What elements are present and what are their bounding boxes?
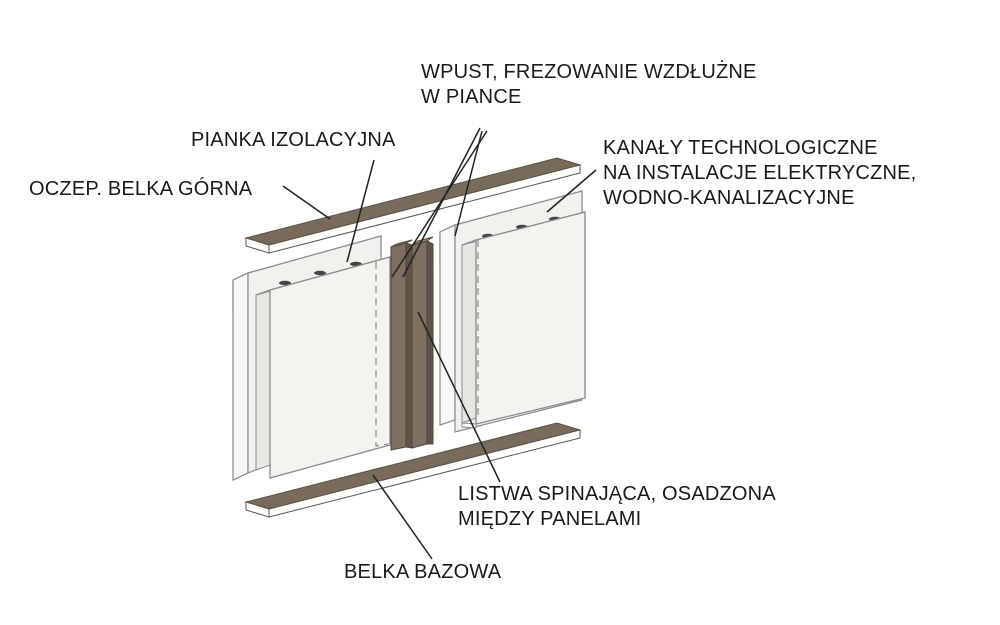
label-wpust-line1: WPUST, FREZOWANIE WZDŁUŻNE (421, 61, 757, 83)
leader-listwa (417, 311, 501, 483)
label-kanaly-line1: KANAŁY TECHNOLOGICZNE (603, 137, 878, 159)
label-kanaly-line2: NA INSTALACJE ELEKTRYCZNE, (603, 162, 917, 184)
label-belka-bazowa: BELKA BAZOWA (344, 561, 502, 583)
connecting-stud (390, 236, 434, 451)
label-kanaly-line3: WODNO-KANALIZACYJNE (603, 187, 855, 209)
label-belka-gorna: OCZEP. BELKA GÓRNA (29, 178, 253, 200)
label-kanaly: KANAŁY TECHNOLOGICZNE NA INSTALACJE ELEK… (603, 136, 916, 211)
leader-lines (282, 127, 597, 560)
leader-pianka (346, 159, 375, 263)
label-wpust: WPUST, FREZOWANIE WZDŁUŻNE W PIANCE (421, 60, 757, 110)
label-wpust-line2: W PIANCE (421, 86, 522, 108)
label-listwa-line1: LISTWA SPINAJĄCA, OSADZONA (458, 483, 776, 505)
base-beam (244, 422, 582, 518)
right-panel (439, 190, 586, 433)
leader-wpust-mid (454, 130, 483, 237)
leader-wpust-right (402, 127, 481, 278)
leader-kanaly (546, 169, 597, 213)
leader-belka-bazowa (372, 474, 433, 560)
leader-wpust-left (391, 130, 488, 278)
leader-belka-gorna (282, 185, 331, 220)
top-beam (244, 157, 582, 254)
label-listwa: LISTWA SPINAJĄCA, OSADZONA MIĘDZY PANELA… (458, 482, 776, 532)
left-panel (232, 235, 391, 481)
label-listwa-line2: MIĘDZY PANELAMI (458, 508, 642, 530)
label-pianka: PIANKA IZOLACYJNA (191, 129, 396, 151)
